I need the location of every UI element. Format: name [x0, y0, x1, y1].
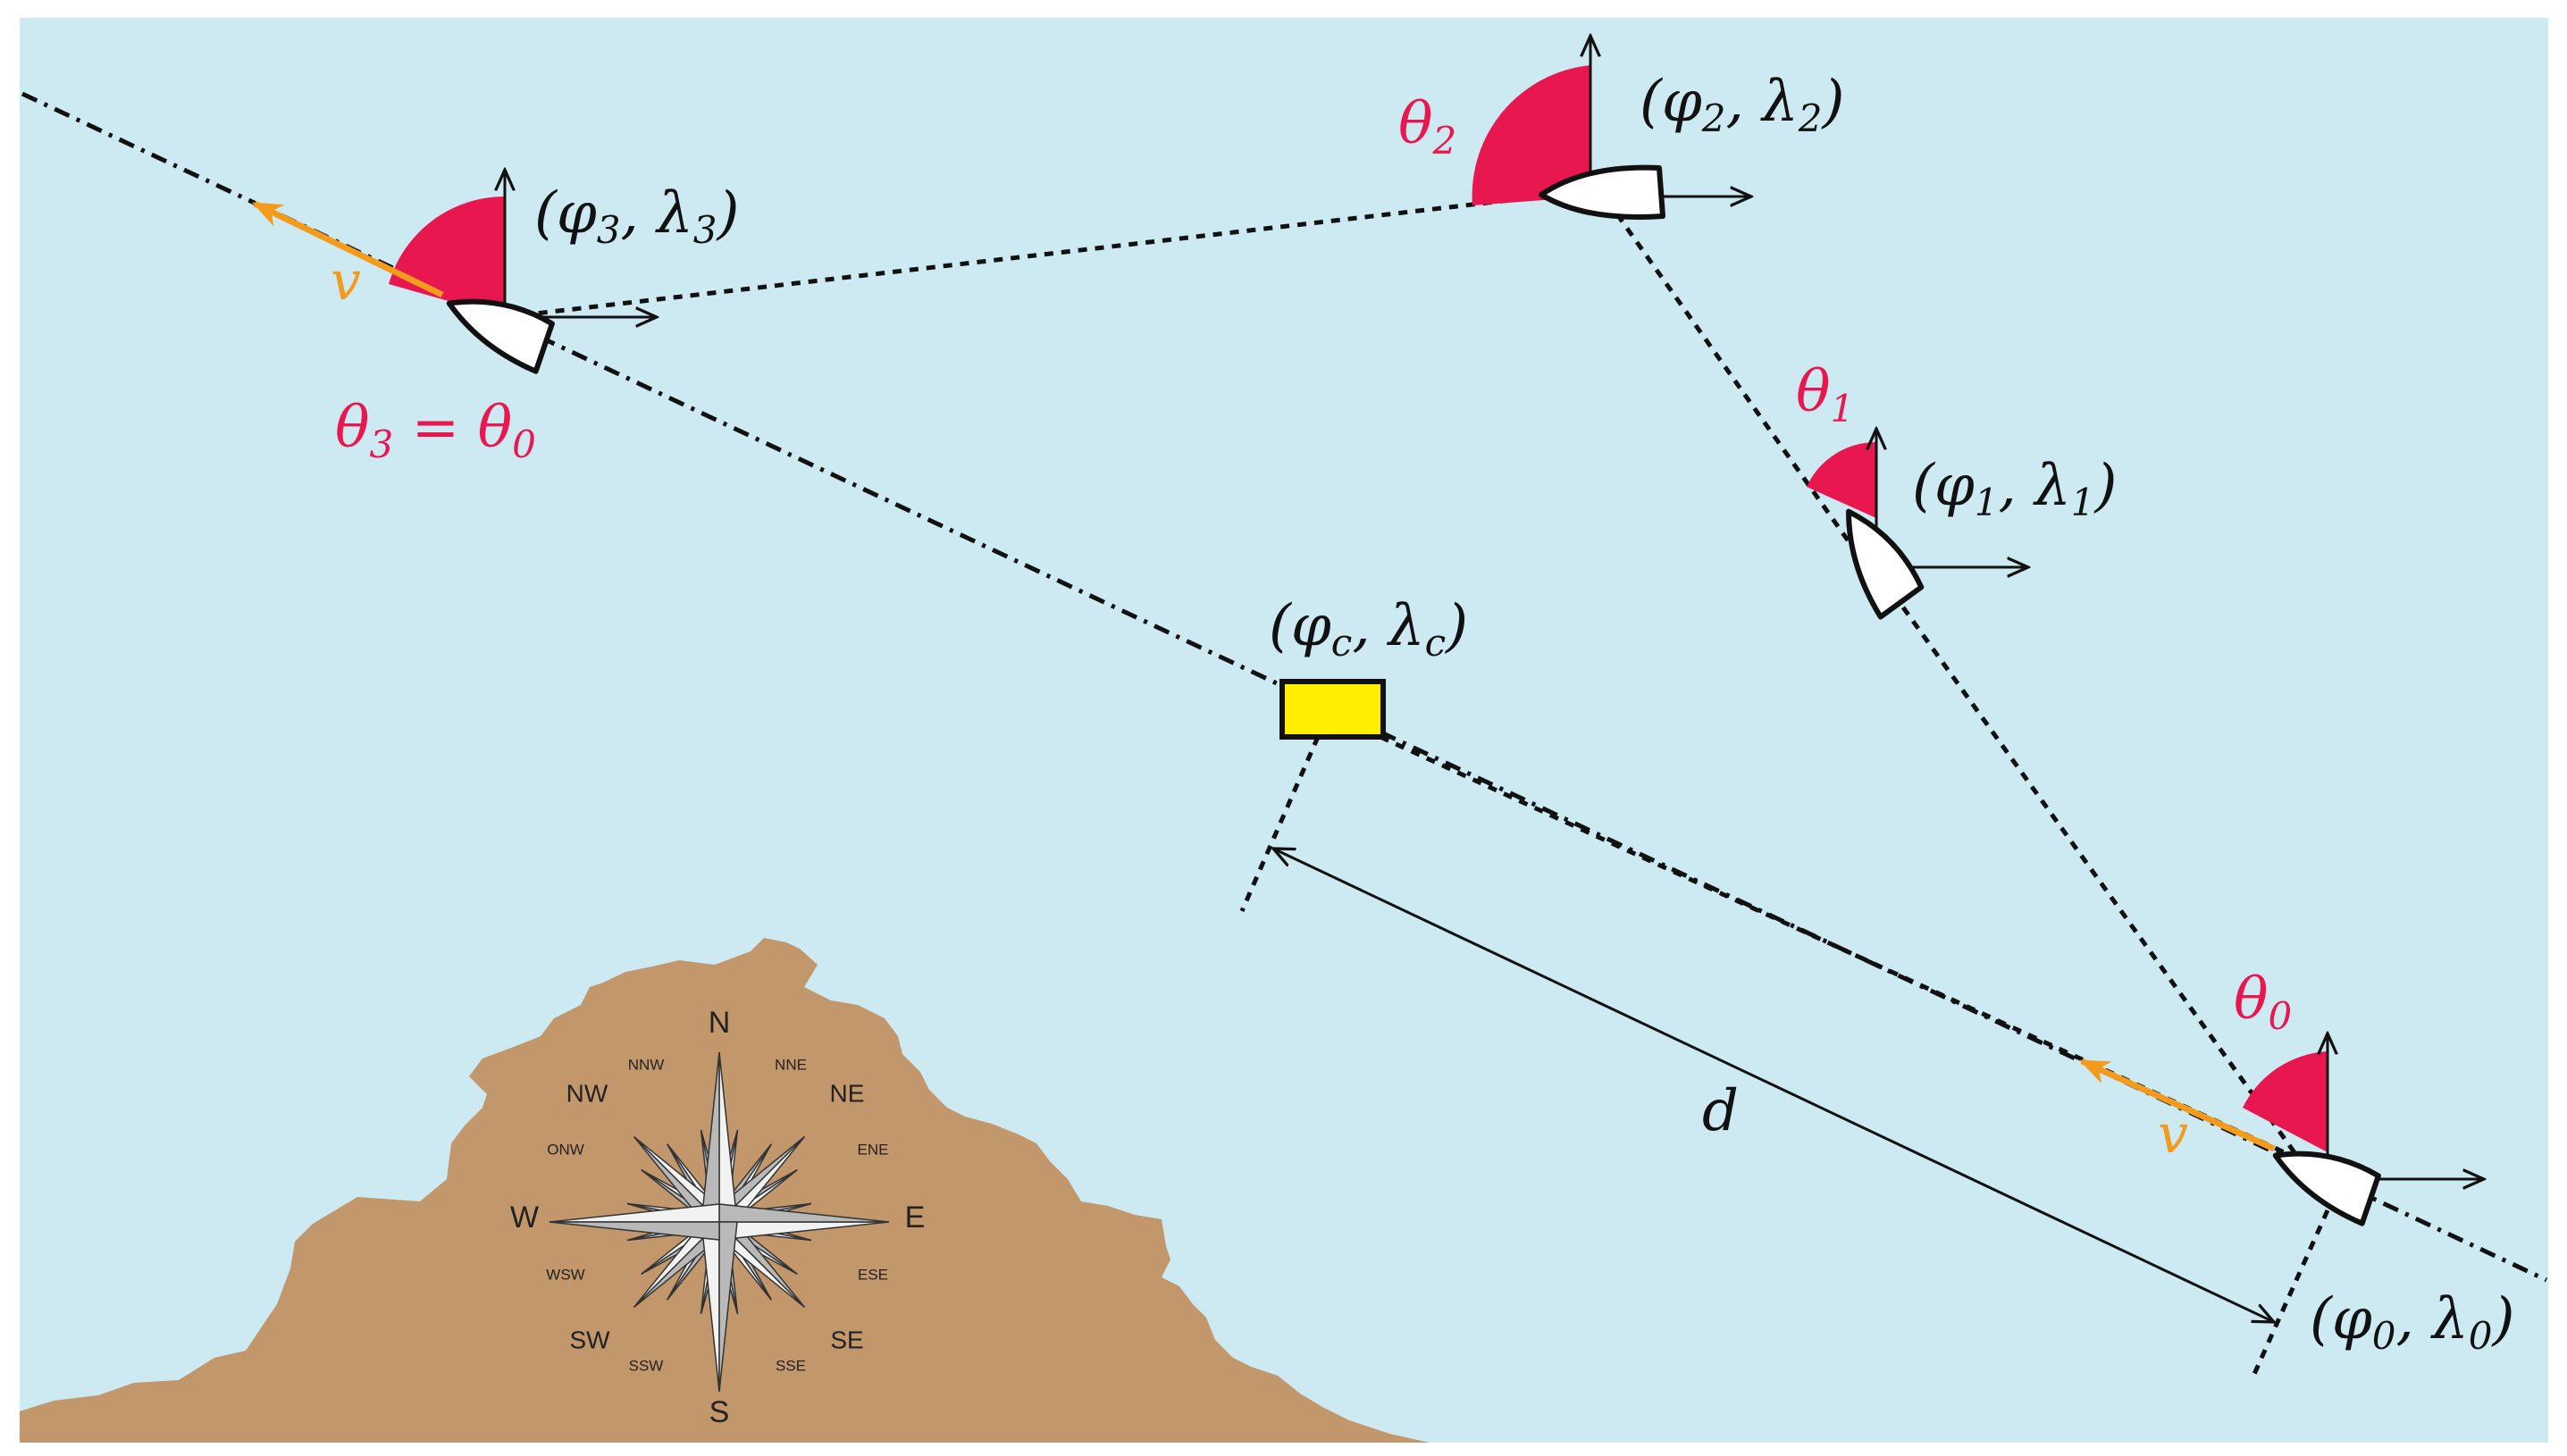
target-marker — [1279, 679, 1386, 740]
perp-line-boat0 — [2249, 1209, 2330, 1382]
compass-rose-icon — [549, 1051, 890, 1393]
heading-sector-2 — [1472, 65, 1590, 205]
compass-label-sw: SW — [569, 1326, 610, 1353]
compass-label-onw: ONW — [547, 1141, 584, 1158]
compass-label-ene: ENE — [858, 1141, 889, 1158]
compass-label-e: E — [905, 1201, 926, 1234]
compass-label-sse: SSE — [776, 1357, 806, 1374]
compass-label-wsw: WSW — [546, 1266, 584, 1283]
label-v-top: v — [331, 250, 361, 313]
compass-label-nne: NNE — [775, 1056, 807, 1073]
compass-label-nnw: NNW — [628, 1056, 665, 1073]
label-theta1: θ1 — [1796, 359, 1854, 431]
compass-labels: N S E W NE NW SE SW NNE NNW ENE ONW ESE … — [510, 1006, 925, 1429]
compass-label-ssw: SSW — [629, 1357, 664, 1374]
compass-label-se: SE — [830, 1326, 863, 1353]
label-p3: (φ3, λ3) — [534, 180, 739, 252]
compass-label-w: W — [510, 1201, 539, 1234]
heading-sector-3 — [389, 196, 505, 317]
leg-3-to-2 — [504, 194, 1542, 320]
label-theta2: θ2 — [1398, 91, 1456, 163]
label-p0: (φ0, λ0) — [2310, 1286, 2514, 1358]
heading-sector-0 — [2243, 1051, 2328, 1152]
boat-icon — [1846, 508, 1925, 620]
boat-icon — [446, 298, 555, 374]
boat-icon — [1539, 164, 1665, 220]
heading-sector-1 — [1807, 441, 1876, 518]
velocity-arrow-top — [251, 200, 444, 298]
label-pc: (φc, λc) — [1269, 593, 1468, 665]
compass-label-n: N — [709, 1006, 731, 1040]
compass-label-ne: NE — [830, 1079, 865, 1107]
perp-line-target — [1239, 736, 1321, 912]
label-p2: (φ2, λ2) — [1640, 69, 1844, 140]
label-theta0: θ0 — [2234, 966, 2292, 1038]
label-theta3: θ3 = θ0 — [335, 395, 536, 466]
label-d: d — [1702, 1078, 1739, 1144]
leg-target-to-0 — [1379, 734, 2325, 1173]
boat-icon — [2272, 1151, 2381, 1226]
label-v-bottom: v — [2158, 1103, 2188, 1166]
leg-2-to-1 — [1615, 213, 1879, 582]
distance-arrow — [1273, 849, 2274, 1322]
label-p1: (φ1, λ1) — [1912, 453, 2117, 524]
compass-label-ese: ESE — [858, 1266, 888, 1283]
compass-label-nw: NW — [566, 1079, 608, 1107]
compass-label-s: S — [709, 1395, 730, 1429]
